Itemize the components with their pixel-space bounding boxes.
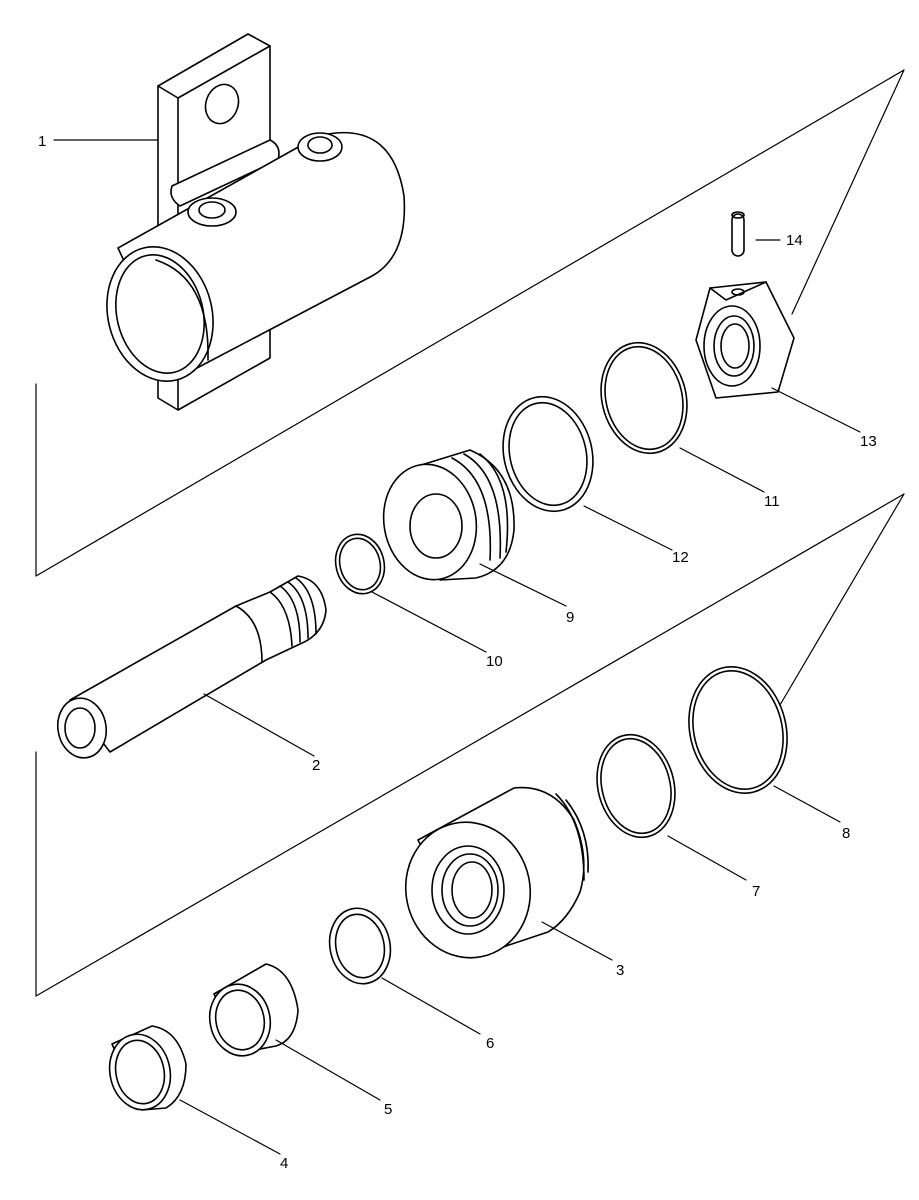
part-number-9: 9 bbox=[566, 609, 574, 626]
piston-icon bbox=[382, 449, 515, 581]
part-number-3: 3 bbox=[616, 962, 624, 979]
clevis-barrel-icon bbox=[106, 33, 406, 411]
leader-lines bbox=[53, 139, 861, 1155]
wiper-icon bbox=[108, 1025, 187, 1111]
piston-seal-icon bbox=[502, 395, 594, 513]
part-number-4: 4 bbox=[280, 1155, 288, 1172]
assembly-axis-upper bbox=[35, 69, 905, 577]
part-number-7: 7 bbox=[752, 883, 760, 900]
part-labels: 1 2 3 4 5 6 7 8 9 10 11 12 13 14 bbox=[38, 133, 877, 1172]
part-number-6: 6 bbox=[486, 1035, 494, 1052]
part-number-13: 13 bbox=[860, 433, 877, 450]
part-number-12: 12 bbox=[672, 549, 689, 566]
rod-seal-icon bbox=[328, 907, 392, 985]
part-number-14: 14 bbox=[786, 232, 803, 249]
assembly-axis-lower bbox=[35, 493, 905, 997]
gland-icon bbox=[404, 786, 589, 959]
part-number-1: 1 bbox=[38, 133, 46, 150]
part-number-2: 2 bbox=[312, 757, 320, 774]
pin-icon bbox=[731, 211, 745, 257]
bushing-icon bbox=[208, 963, 299, 1057]
part-number-10: 10 bbox=[486, 653, 503, 670]
part-number-11: 11 bbox=[764, 493, 780, 510]
backup-ring-icon bbox=[688, 666, 788, 794]
hex-nut-icon bbox=[695, 281, 795, 399]
o-ring-icon-7 bbox=[596, 733, 676, 839]
piston-rod-icon bbox=[56, 575, 327, 759]
part-number-8: 8 bbox=[842, 825, 850, 842]
o-ring-icon-10 bbox=[334, 533, 386, 595]
part-number-5: 5 bbox=[384, 1101, 392, 1118]
o-ring-icon-11 bbox=[600, 341, 688, 455]
